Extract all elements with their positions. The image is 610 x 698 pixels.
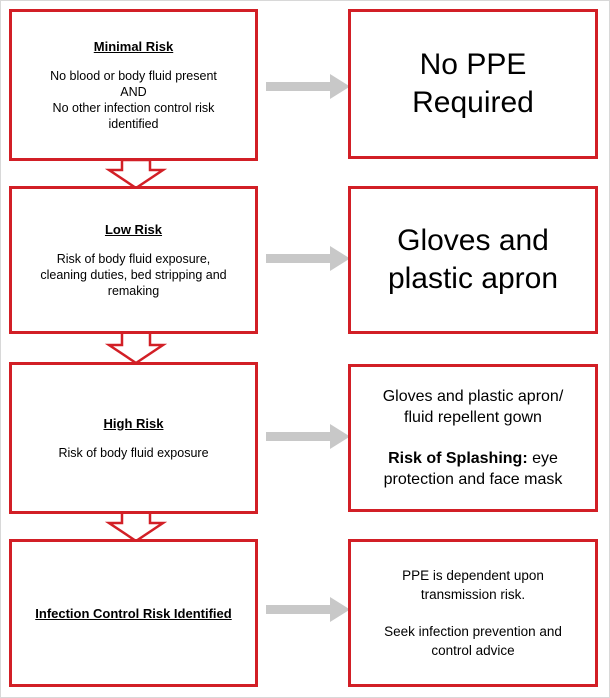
infection-control-risk-box: Infection Control Risk Identified <box>9 539 258 687</box>
high-risk-title: High Risk <box>103 415 164 431</box>
high-risk-box: High Risk Risk of body fluid exposure <box>9 362 258 514</box>
minimal-risk-description: No blood or body fluid present AND No ot… <box>50 68 217 131</box>
high-risk-ppe-box: Gloves and plastic apron/ fluid repellen… <box>348 364 598 512</box>
seek-advice-text: Seek infection prevention and control ad… <box>384 624 562 658</box>
splashing-text: Risk of Splashing: eye protection and fa… <box>384 448 563 490</box>
minimal-risk-title: Minimal Risk <box>93 38 174 54</box>
low-risk-description: Risk of body fluid exposure, cleaning du… <box>40 251 227 298</box>
high-risk-ppe-text: Gloves and plastic apron/ fluid repellen… <box>382 388 564 426</box>
gloves-apron-text: Gloves and plastic apron <box>387 224 559 295</box>
low-risk-box: Low Risk Risk of body fluid exposure, cl… <box>9 186 258 334</box>
transmission-risk-text: PPE is dependent upon transmission risk. <box>402 568 544 602</box>
minimal-risk-box: Minimal Risk No blood or body fluid pres… <box>9 9 258 161</box>
gloves-apron-box: Gloves and plastic apron <box>348 186 598 334</box>
no-ppe-box: No PPE Required <box>348 9 598 159</box>
infection-control-risk-title: Infection Control Risk Identified <box>35 605 232 621</box>
infection-control-ppe-box: PPE is dependent upon transmission risk.… <box>348 539 598 687</box>
splashing-emphasis: Risk of Splashing: <box>388 450 528 467</box>
splashing-detail: eye protection and face mask <box>383 450 563 488</box>
high-risk-description: Risk of body fluid exposure <box>58 445 209 460</box>
no-ppe-text: No PPE Required <box>412 48 534 119</box>
low-risk-title: Low Risk <box>104 221 163 237</box>
